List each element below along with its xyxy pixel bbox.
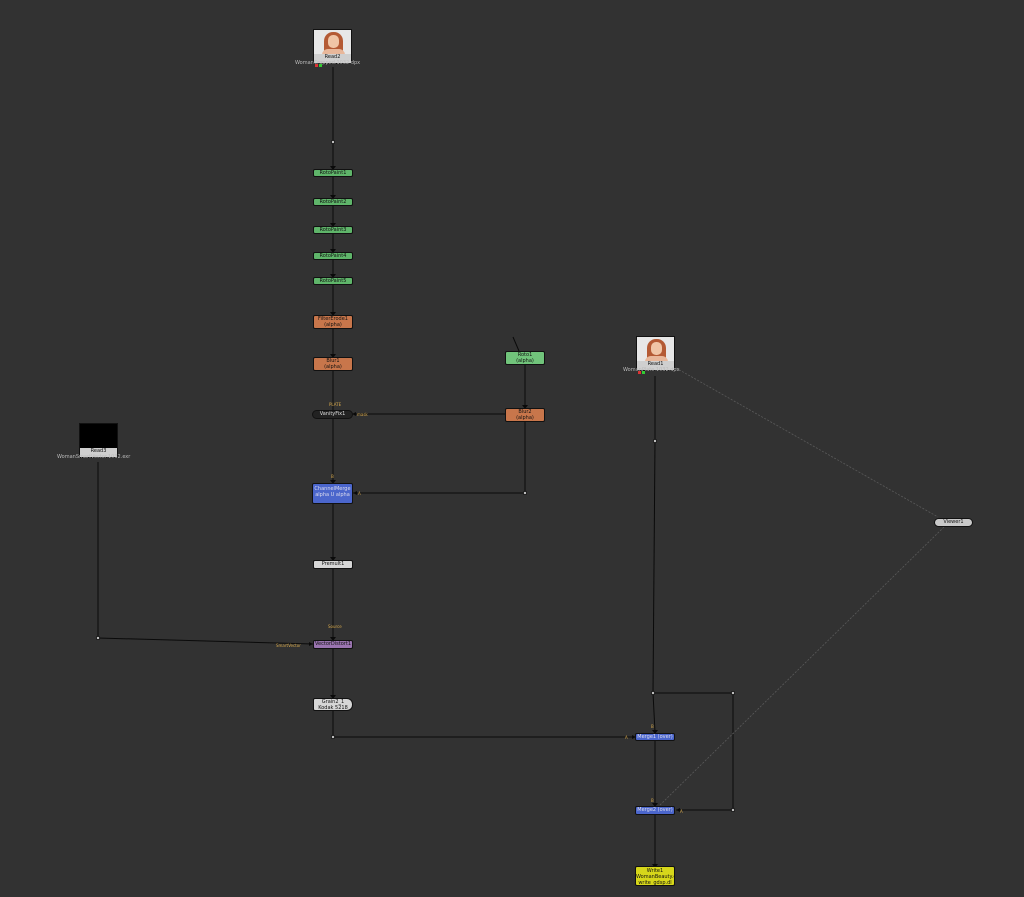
node-label: RotoPaint1 xyxy=(319,170,347,176)
filtererode1-node[interactable]: FilterErode1 (alpha) xyxy=(313,315,353,329)
node-label: FilterErode1 xyxy=(318,316,348,322)
node-file-label: WomanPlate.1032.dpx xyxy=(623,367,680,373)
node-file-label: WomanCropped.1032.dpx xyxy=(295,60,361,66)
node-sublabel: (alpha) xyxy=(324,322,342,328)
node-label: RotoPaint3 xyxy=(319,227,347,233)
thumbnail-image xyxy=(314,30,351,54)
input-pin-red xyxy=(315,64,318,67)
a-input-label: A xyxy=(625,735,628,740)
dot-node[interactable] xyxy=(331,735,335,739)
node-label: Roto1 xyxy=(517,352,533,358)
input-pin-green xyxy=(319,64,322,67)
a-input-label: A xyxy=(680,809,683,814)
node-sublabel: (alpha) xyxy=(516,415,534,421)
write1-node[interactable]: Write1 WomanBeauty.exr write_gdsp.dl xyxy=(635,866,675,886)
node-label: Write1 xyxy=(646,868,664,874)
node-label: Grain2_1 xyxy=(321,699,345,705)
dot-node[interactable] xyxy=(653,439,657,443)
source-input-label: Source xyxy=(328,624,342,629)
read2-node[interactable]: Read2 xyxy=(313,29,352,64)
node-sublabel: alpha U alpha xyxy=(315,492,350,498)
rotopaint5-node[interactable]: RotoPaint5 xyxy=(313,277,353,285)
b-input-label: B xyxy=(651,798,654,803)
node-sublabel: WomanBeauty.exr xyxy=(636,874,674,880)
premult1-node[interactable]: Premult1 xyxy=(313,560,353,569)
b-input-label: B xyxy=(651,724,654,729)
node-sublabel: (alpha) xyxy=(324,364,342,370)
node-label: RotoPaint4 xyxy=(319,253,347,259)
merge1-node[interactable]: Merge1 (over) xyxy=(635,733,675,741)
read1-node[interactable]: Read1 xyxy=(636,336,675,371)
dot-node[interactable] xyxy=(523,491,527,495)
node-label: Viewer1 xyxy=(943,519,964,525)
b-input-label: B xyxy=(331,474,334,479)
node-sublabel: Kodak 5218 xyxy=(318,705,348,711)
vanityfix1-node[interactable]: VanityFix1 xyxy=(312,410,353,419)
node-file-label: WomanSmartVector.1032.exr xyxy=(57,454,131,460)
node-label: RotoPaint2 xyxy=(319,199,347,205)
mask-input-label: mask xyxy=(357,412,368,417)
rotopaint2-node[interactable]: RotoPaint2 xyxy=(313,198,353,206)
plate-input-label: PLATE xyxy=(329,402,342,407)
node-sublabel-2: write_gdsp.dl xyxy=(638,880,672,886)
rotopaint1-node[interactable]: RotoPaint1 xyxy=(313,169,353,177)
dot-node[interactable] xyxy=(96,636,100,640)
blur2-node[interactable]: Blur2 (alpha) xyxy=(505,408,545,422)
node-label: Read1 xyxy=(647,361,664,367)
node-label: Read3 xyxy=(90,448,107,454)
node-label: VanityFix1 xyxy=(319,411,346,417)
node-sublabel: (alpha) xyxy=(516,358,534,364)
dot-node[interactable] xyxy=(731,808,735,812)
node-label: Read2 xyxy=(324,54,341,60)
viewer1-node[interactable]: Viewer1 xyxy=(934,518,973,527)
channelmerge-node[interactable]: ChannelMerge alpha U alpha xyxy=(312,483,353,504)
node-label: Merge2 (over) xyxy=(637,807,673,813)
read3-node[interactable]: Read3 xyxy=(79,423,118,458)
node-label: Merge1 (over) xyxy=(637,734,673,740)
roto1-node[interactable]: Roto1 (alpha) xyxy=(505,351,545,365)
grain2-node[interactable]: Grain2_1 Kodak 5218 xyxy=(313,698,353,711)
node-label: RotoPaint5 xyxy=(319,278,347,284)
smartvector-input-label: SmartVector xyxy=(276,643,301,648)
a-input-label: A xyxy=(358,491,361,496)
node-label: Premult1 xyxy=(321,561,345,567)
rotopaint4-node[interactable]: RotoPaint4 xyxy=(313,252,353,260)
dot-node[interactable] xyxy=(731,691,735,695)
rotopaint3-node[interactable]: RotoPaint3 xyxy=(313,226,353,234)
vectordistort1-node[interactable]: VectorDistort1 xyxy=(313,640,353,649)
thumbnail-image xyxy=(637,337,674,361)
merge2-node[interactable]: Merge2 (over) xyxy=(635,806,675,815)
input-pin-green xyxy=(642,371,645,374)
node-label: VectorDistort1 xyxy=(315,641,351,647)
thumbnail-image xyxy=(80,424,117,448)
blur1-node[interactable]: Blur1 (alpha) xyxy=(313,357,353,371)
node-label: Blur2 xyxy=(518,409,532,415)
input-pin-red xyxy=(638,371,641,374)
dot-node[interactable] xyxy=(651,691,655,695)
node-label: Blur1 xyxy=(326,358,340,364)
dot-node[interactable] xyxy=(331,140,335,144)
node-label: ChannelMerge xyxy=(314,486,351,492)
